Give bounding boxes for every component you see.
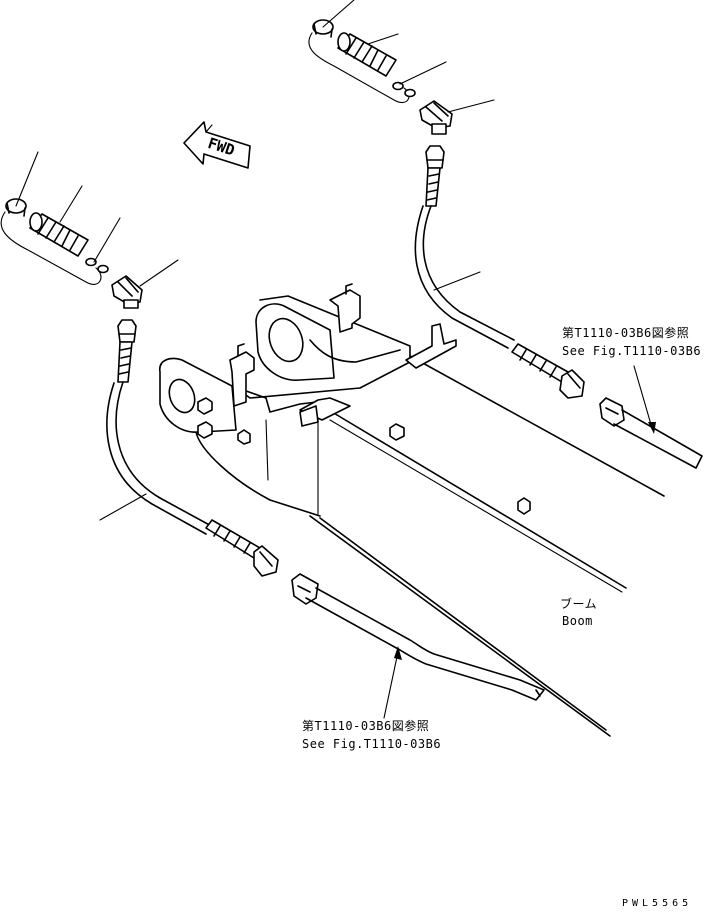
left-hose	[115, 381, 216, 529]
reference-label-bottom: 第T1110-03B6図参照 See Fig.T1110-03B6	[302, 718, 441, 751]
reference-jp: 第T1110-03B6図参照	[562, 325, 689, 340]
hose-end	[117, 319, 137, 383]
reference-jp: 第T1110-03B6図参照	[302, 718, 429, 733]
lower-tube	[291, 573, 545, 701]
reference-en: See Fig.T1110-03B6	[302, 737, 441, 751]
reference-en: See Fig.T1110-03B6	[562, 344, 701, 358]
clamp-bracket	[299, 397, 351, 427]
boom-label-en: Boom	[562, 614, 593, 628]
clamp-bracket	[329, 283, 361, 333]
drawing-code: PWL5565	[622, 898, 692, 909]
left-fitting-group	[0, 151, 179, 383]
boom-label: ブーム Boom	[560, 596, 597, 628]
o-ring	[85, 257, 97, 267]
coupler	[29, 212, 89, 257]
right-tube	[599, 397, 703, 469]
lower-right-hose-end	[511, 343, 585, 399]
boom-structure	[159, 283, 665, 737]
o-ring	[97, 264, 109, 274]
hose-end	[425, 145, 445, 207]
fwd-arrow: FWD	[183, 121, 251, 169]
elbow	[419, 100, 453, 135]
clamp-bracket	[229, 343, 255, 407]
elbow	[111, 275, 143, 309]
o-ring	[404, 88, 416, 98]
lower-left-hose-end	[205, 519, 279, 577]
right-hose	[422, 205, 515, 341]
pin-boss	[268, 317, 304, 363]
leader-arrows	[383, 365, 656, 719]
coupler	[337, 32, 397, 77]
pin-boss	[168, 378, 196, 414]
hoses	[99, 205, 515, 535]
clamp-bracket	[405, 323, 457, 369]
right-fitting-group	[308, 0, 495, 207]
boom-label-jp: ブーム	[560, 596, 597, 611]
reference-label-right: 第T1110-03B6図参照 See Fig.T1110-03B6	[562, 325, 701, 358]
